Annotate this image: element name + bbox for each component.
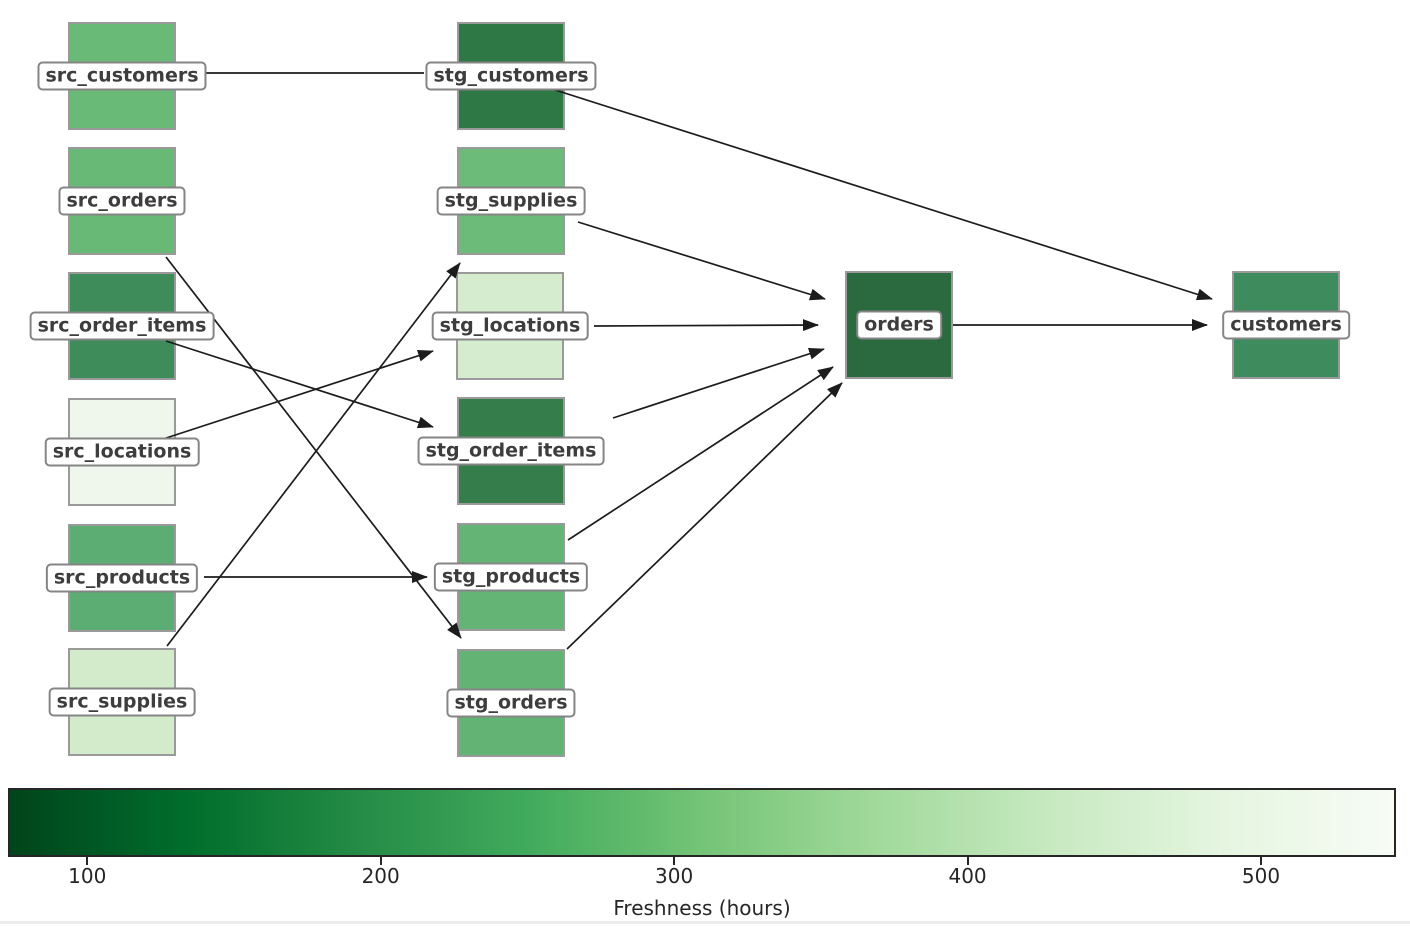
edge-stg_locations-to-orders <box>593 319 819 332</box>
node-label-stg_order_items: stg_order_items <box>417 436 605 466</box>
node-label-src_supplies: src_supplies <box>48 687 196 717</box>
edge-stg_order_items-to-orders <box>612 347 825 419</box>
colorbar-axis-label: Freshness (hours) <box>613 896 791 920</box>
node-label-src_order_items: src_order_items <box>29 311 215 341</box>
colorbar-tick-100 <box>86 857 89 865</box>
colorbar-tick-label-200: 200 <box>361 864 400 888</box>
colorbar-tick-label-300: 300 <box>655 864 694 888</box>
figure-bottom-edge <box>0 921 1410 924</box>
node-label-src_locations: src_locations <box>44 437 200 467</box>
edge-stg_products-to-orders <box>567 366 834 541</box>
colorbar-tick-label-500: 500 <box>1241 864 1281 888</box>
edge-src_supplies-to-stg_supplies <box>166 262 461 647</box>
colorbar-tick-label-400: 400 <box>948 864 987 888</box>
edge-stg_orders-to-orders <box>566 382 843 650</box>
colorbar-tick-300 <box>673 857 676 865</box>
node-label-stg_locations: stg_locations <box>431 311 589 341</box>
freshness-colorbar <box>8 788 1396 857</box>
node-label-stg_supplies: stg_supplies <box>436 186 586 216</box>
node-label-stg_customers: stg_customers <box>425 61 597 91</box>
edge-src_locations-to-stg_locations <box>159 349 434 441</box>
edge-stg_supplies-to-orders <box>577 221 826 301</box>
edge-src_order_items-to-stg_order_items <box>165 340 434 429</box>
node-label-src_orders: src_orders <box>58 186 186 216</box>
node-label-stg_orders: stg_orders <box>446 688 576 718</box>
edge-stg_customers-to-customers <box>551 88 1213 301</box>
node-label-stg_products: stg_products <box>433 562 589 592</box>
node-label-customers: customers <box>1222 310 1350 340</box>
colorbar-tick-400 <box>966 857 969 865</box>
colorbar-tick-200 <box>379 857 382 865</box>
node-label-src_customers: src_customers <box>37 61 207 91</box>
node-label-src_products: src_products <box>45 563 199 593</box>
node-label-orders: orders <box>856 310 942 340</box>
edge-src_orders-to-stg_orders <box>165 256 462 639</box>
colorbar-tick-500 <box>1260 857 1262 865</box>
colorbar-tick-label-100: 100 <box>68 864 107 888</box>
